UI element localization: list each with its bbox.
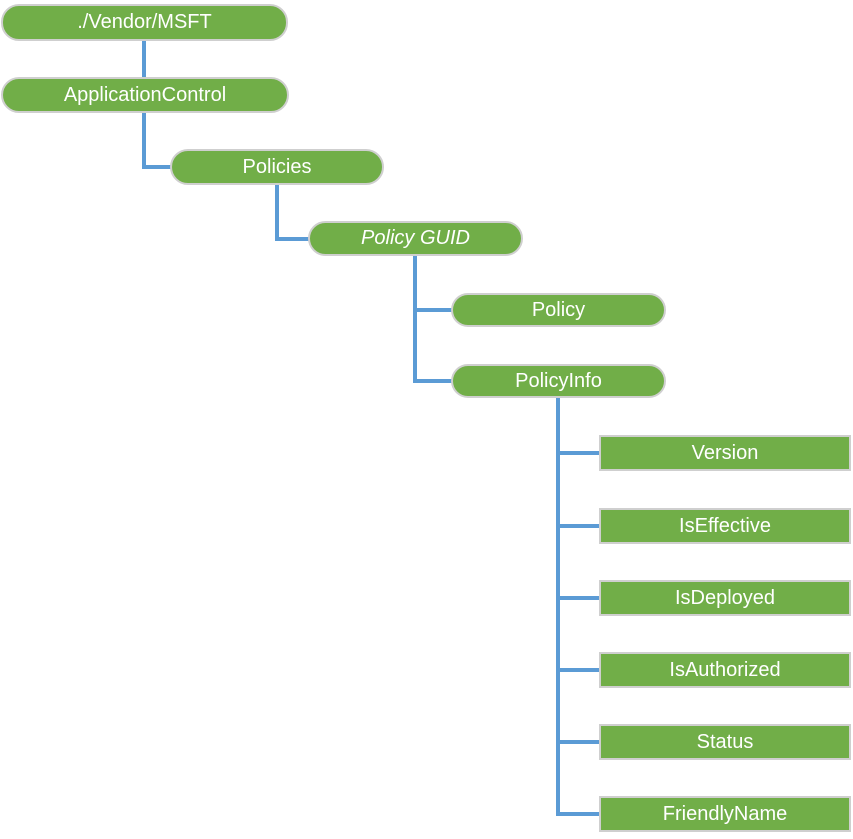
- connector-root-applicationcontrol: [142, 40, 146, 80]
- connector-policyguid-trunk: [413, 255, 417, 383]
- node-policy: Policy: [451, 293, 666, 327]
- connector-policyinfo-status: [556, 740, 601, 744]
- node-iseffective: IsEffective: [599, 508, 851, 544]
- connector-policyinfo-isauthorized: [556, 668, 601, 672]
- node-version: Version: [599, 435, 851, 471]
- connector-policyinfo-friendlyname: [556, 812, 601, 816]
- connector-policies-policyguid-horizontal: [275, 237, 310, 241]
- node-isauthorized: IsAuthorized: [599, 652, 851, 688]
- node-policyinfo: PolicyInfo: [451, 364, 666, 398]
- node-policy-guid: Policy GUID: [308, 221, 523, 256]
- connector-applicationcontrol-policies-vertical: [142, 112, 146, 169]
- node-friendlyname: FriendlyName: [599, 796, 851, 832]
- connector-policyguid-policyinfo: [413, 379, 453, 383]
- connector-policyinfo-trunk: [556, 398, 560, 816]
- node-applicationcontrol: ApplicationControl: [1, 77, 289, 113]
- connector-applicationcontrol-policies-horizontal: [142, 165, 172, 169]
- connector-policyinfo-version: [556, 451, 601, 455]
- node-vendor-msft: ./Vendor/MSFT: [1, 4, 288, 41]
- node-status: Status: [599, 724, 851, 760]
- node-policies: Policies: [170, 149, 384, 185]
- node-isdeployed: IsDeployed: [599, 580, 851, 616]
- connector-policies-policyguid-vertical: [275, 184, 279, 241]
- connector-policyguid-policy: [413, 308, 453, 312]
- connector-policyinfo-iseffective: [556, 524, 601, 528]
- connector-policyinfo-isdeployed: [556, 596, 601, 600]
